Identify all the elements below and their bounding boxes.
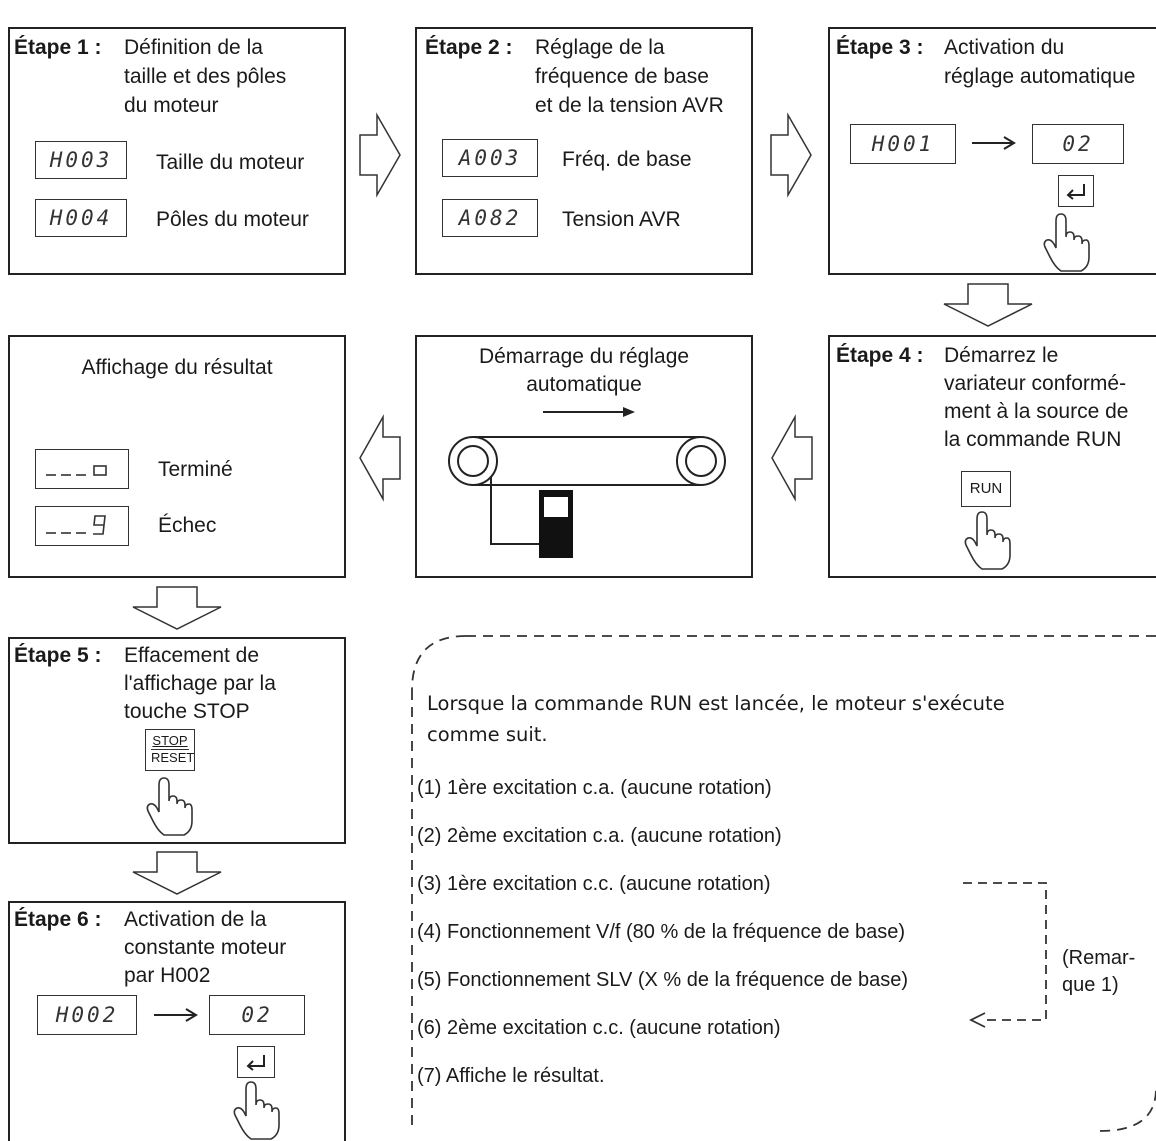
conveyor-motor-illustration — [448, 436, 726, 558]
step3-box: Étape 3 : Activation du réglage automati… — [828, 27, 1156, 275]
enter-key[interactable] — [237, 1046, 275, 1078]
param-label-base-freq: Fréq. de base — [562, 148, 692, 171]
step3-label: Étape 3 : — [836, 36, 924, 59]
step2-desc-line3: et de la tension AVR — [535, 94, 724, 117]
step5-desc-line2: l'affichage par la — [124, 672, 276, 695]
param-label-avr-voltage: Tension AVR — [562, 208, 681, 231]
step2-box: Étape 2 : Réglage de la fréquence de bas… — [415, 27, 753, 275]
display-result-failed — [35, 506, 129, 546]
note-item-3: (3) 1ère excitation c.c. (aucune rotatio… — [417, 873, 771, 895]
step3-desc-line2: réglage automatique — [944, 65, 1136, 88]
flow-arrow-right-1 — [359, 112, 401, 198]
result-label-completed: Terminé — [158, 458, 233, 481]
stop-key-label: STOP — [152, 733, 188, 748]
result-label-failed: Échec — [158, 514, 217, 537]
step1-label: Étape 1 : — [14, 36, 102, 59]
autotune-title-line2: automatique — [526, 373, 642, 396]
step2-desc-line2: fréquence de base — [535, 65, 709, 88]
step6-desc-line2: constante moteur — [124, 936, 287, 959]
step5-desc-line1: Effacement de — [124, 644, 260, 667]
step1-desc-line2: taille et des pôles — [124, 65, 287, 88]
result-display-box: Affichage du résultat Terminé Échec — [8, 335, 346, 578]
step6-box: Étape 6 : Activation de la constante mot… — [8, 901, 346, 1141]
direction-arrow-icon — [543, 407, 635, 417]
step2-label: Étape 2 : — [425, 36, 513, 59]
param-label-motor-size: Taille du moteur — [156, 151, 305, 174]
remark-line1: (Remar- — [1062, 947, 1136, 969]
step4-desc-line3: ment à la source de — [944, 400, 1129, 423]
note-intro-line2: comme suit. — [427, 723, 548, 746]
step5-box: Étape 5 : Effacement de l'affichage par … — [8, 637, 346, 844]
step1-desc-line1: Définition de la — [124, 36, 263, 59]
flow-arrow-left-1 — [771, 414, 813, 502]
step6-label: Étape 6 : — [14, 908, 102, 931]
display-result-completed — [35, 449, 129, 489]
display-h003: H003 — [35, 141, 127, 179]
step5-desc-line3: touche STOP — [124, 700, 250, 723]
note-item-2: (2) 2ème excitation c.a. (aucune rotatio… — [417, 825, 782, 847]
enter-icon — [246, 1055, 265, 1071]
param-label-motor-poles: Pôles du moteur — [156, 208, 309, 231]
flow-arrow-right-2 — [770, 112, 812, 198]
pointing-hand-icon — [146, 777, 193, 836]
flow-arrow-left-2 — [359, 414, 401, 502]
note-intro-line1: Lorsque la commande RUN est lancée, le m… — [427, 692, 1005, 715]
display-h002: H002 — [37, 995, 137, 1035]
note-dashed-border — [411, 635, 1156, 1132]
step4-box: Étape 4 : Démarrez le variateur conformé… — [828, 335, 1156, 578]
flow-arrow-down-3 — [132, 851, 222, 895]
step5-label: Étape 5 : — [14, 644, 102, 667]
display-step3-value: 02 — [1032, 124, 1124, 164]
reset-key-label: RESET — [151, 749, 195, 765]
display-a082: A082 — [442, 199, 538, 237]
step4-label: Étape 4 : — [836, 344, 924, 367]
enter-icon — [1066, 184, 1085, 200]
remark-bracket — [963, 882, 1047, 1028]
note-item-6: (6) 2ème excitation c.c. (aucune rotatio… — [417, 1017, 781, 1039]
step4-desc-line4: la commande RUN — [944, 428, 1122, 451]
flow-arrow-down-1 — [943, 283, 1033, 327]
pointing-hand-icon — [1043, 213, 1090, 272]
display-h001: H001 — [850, 124, 956, 164]
display-h004: H004 — [35, 199, 127, 237]
step6-desc-line3: par H002 — [124, 964, 211, 987]
note-item-4: (4) Fonctionnement V/f (80 % de la fréqu… — [417, 921, 906, 943]
display-failed-code — [46, 515, 106, 535]
step1-box: Étape 1 : Définition de la taille et des… — [8, 27, 346, 275]
autotune-start-box: Démarrage du réglage automatique — [415, 335, 753, 578]
step6-desc-line1: Activation de la — [124, 908, 267, 931]
remark-line2: que 1) — [1062, 974, 1119, 996]
enter-key[interactable] — [1058, 175, 1094, 207]
note-item-1: (1) 1ère excitation c.a. (aucune rotatio… — [417, 777, 772, 799]
display-completed-code — [46, 465, 107, 476]
run-key[interactable]: RUN — [961, 471, 1011, 507]
result-title: Affichage du résultat — [81, 356, 273, 379]
step1-desc-line3: du moteur — [124, 94, 219, 117]
step3-desc-line1: Activation du — [944, 36, 1065, 59]
step2-desc-line1: Réglage de la — [535, 36, 665, 59]
arrow-right-icon — [972, 136, 1016, 150]
autotune-title-line1: Démarrage du réglage — [478, 345, 690, 368]
pointing-hand-icon — [964, 511, 1011, 570]
flow-arrow-down-2 — [132, 586, 222, 630]
arrow-right-icon — [154, 1008, 198, 1022]
step4-desc-line1: Démarrez le — [944, 344, 1059, 367]
pointing-hand-icon — [233, 1081, 280, 1140]
note-item-7: (7) Affiche le résultat. — [417, 1065, 605, 1087]
note-item-5: (5) Fonctionnement SLV (X % de la fréque… — [417, 969, 909, 991]
display-step6-value: 02 — [209, 995, 305, 1035]
step4-desc-line2: variateur conformé- — [944, 372, 1127, 395]
display-a003: A003 — [442, 139, 538, 177]
stop-reset-key[interactable]: STOP RESET — [145, 729, 195, 771]
